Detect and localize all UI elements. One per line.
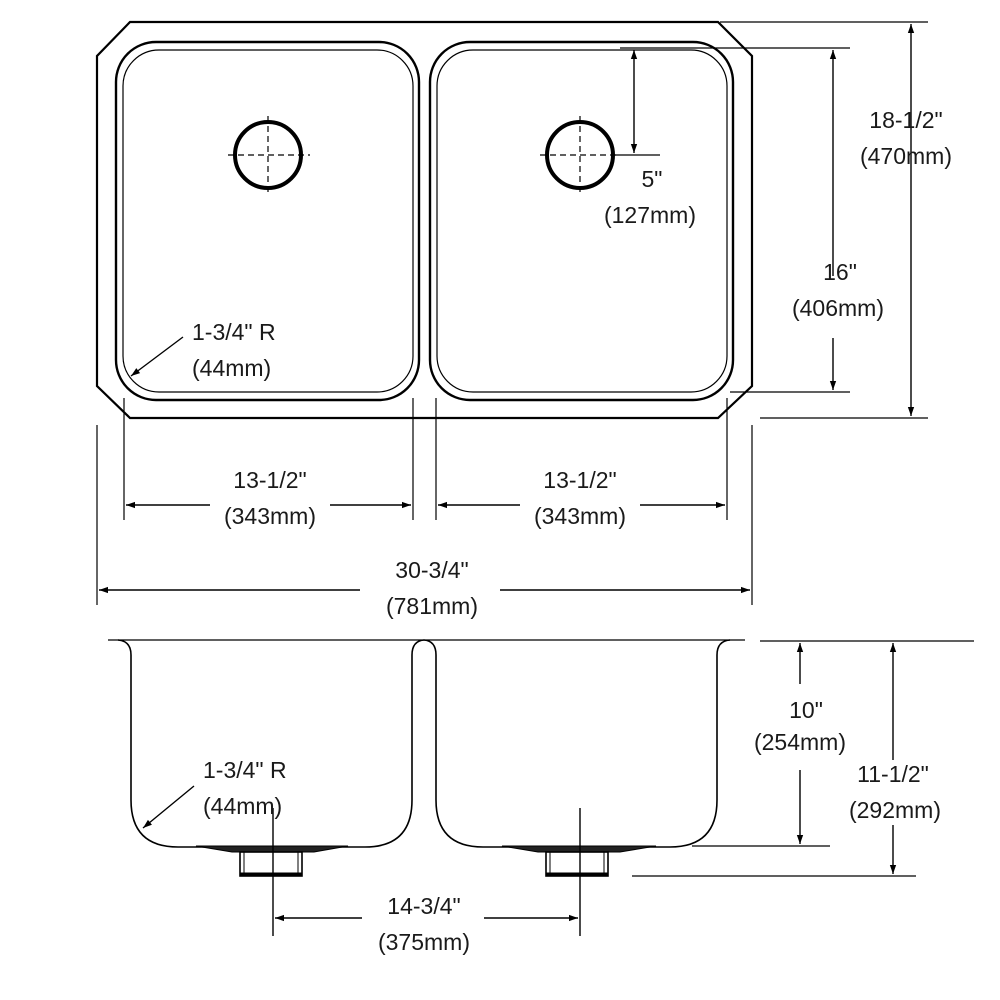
drain-offset-metric: (127mm): [604, 202, 696, 228]
drain-spacing-dimension: 14-3/4" (375mm): [275, 893, 578, 955]
left-bowl-width-dimension: 13-1/2" (343mm): [126, 467, 411, 529]
right-drain-fitting-icon: [501, 845, 657, 877]
drain-offset-label: 5": [642, 166, 663, 192]
bowl-height-dimension: 10" (254mm): [692, 640, 974, 847]
right-bowl: [428, 40, 735, 402]
overall-height-label: 11-1/2": [857, 761, 929, 787]
overall-depth-dimension: 18-1/2" (470mm): [720, 21, 952, 419]
left-bowl-outer: [114, 40, 421, 402]
bowl-height-label: 10": [789, 697, 823, 723]
plan-radius-callout: 1-3/4" R (44mm): [130, 319, 276, 381]
right-bowl-width-dimension: 13-1/2" (343mm): [438, 467, 725, 529]
left-bowl-inner: [122, 49, 414, 393]
overall-height-metric: (292mm): [849, 797, 941, 823]
overall-depth-label: 18-1/2": [869, 107, 942, 133]
section-radius-metric: (44mm): [203, 793, 282, 819]
right-bowl-profile: [423, 639, 731, 848]
right-bowl-width-label: 13-1/2": [543, 467, 616, 493]
section-view: 14-3/4" (375mm) 1-3/4" R (44mm) 10" (254…: [108, 639, 974, 955]
left-drain-icon: [228, 116, 310, 194]
section-radius-callout: 1-3/4" R (44mm): [142, 757, 287, 829]
drain-offset-dimension: 5" (127mm): [604, 47, 850, 228]
overall-width-metric: (781mm): [386, 593, 478, 619]
overall-width-label: 30-3/4": [395, 557, 468, 583]
bowl-depth-dimension: 16" (406mm): [730, 50, 884, 393]
bowl-depth-metric: (406mm): [792, 295, 884, 321]
overall-height-dimension: 11-1/2" (292mm): [632, 643, 941, 877]
drain-spacing-label: 14-3/4": [387, 893, 460, 919]
right-bowl-width-metric: (343mm): [534, 503, 626, 529]
left-drain-fitting-icon: [195, 845, 349, 877]
section-radius-label: 1-3/4" R: [203, 757, 287, 783]
drain-spacing-metric: (375mm): [378, 929, 470, 955]
left-bowl: [114, 40, 421, 402]
left-bowl-width-label: 13-1/2": [233, 467, 306, 493]
right-bowl-outer: [428, 40, 735, 402]
plan-radius-metric: (44mm): [192, 355, 271, 381]
plan-view: 5" (127mm) 16" (406mm) 18-1/2" (470mm) 1…: [95, 20, 952, 619]
bowl-height-metric: (254mm): [754, 729, 846, 755]
bowl-depth-label: 16": [823, 259, 857, 285]
overall-width-dimension: 30-3/4" (781mm): [96, 425, 753, 619]
sink-outline: [95, 20, 754, 420]
overall-depth-metric: (470mm): [860, 143, 952, 169]
left-bowl-width-metric: (343mm): [224, 503, 316, 529]
right-bowl-inner: [436, 49, 728, 393]
plan-radius-label: 1-3/4" R: [192, 319, 276, 345]
right-drain-icon: [540, 116, 620, 194]
